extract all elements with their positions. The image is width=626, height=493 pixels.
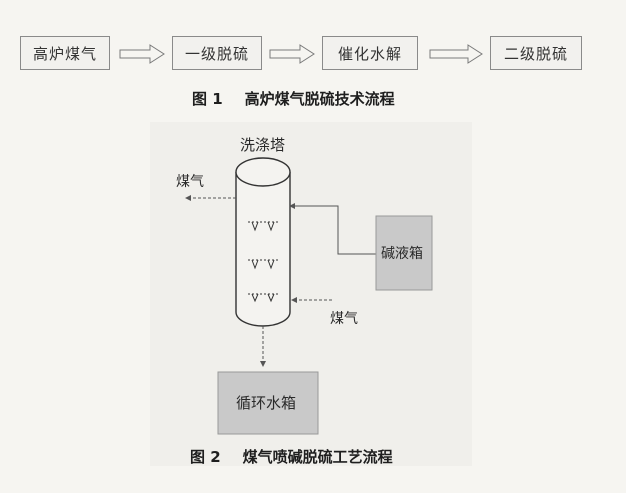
flow-step-label: 一级脱硫 <box>184 44 249 63</box>
alkali-tank-label: 碱液箱 <box>381 246 423 262</box>
flow-step-label: 催化水解 <box>337 44 402 63</box>
flow-arrow-icon <box>429 44 483 64</box>
washing-tower <box>235 157 291 327</box>
gas-in-label: 煤气 <box>330 311 358 327</box>
circulating-water-tank <box>217 371 319 435</box>
figure-2-title: 煤气喷碱脱硫工艺流程 <box>242 448 393 466</box>
flow-arrow-icon <box>119 44 165 64</box>
flow-step-label: 二级脱硫 <box>503 44 568 63</box>
flow-step-primary-desulfurization: 一级脱硫 <box>172 36 262 70</box>
figure-1-title: 高炉煤气脱硫技术流程 <box>244 90 395 108</box>
figure-2-caption: 图 2 煤气喷碱脱硫工艺流程 <box>190 446 393 467</box>
flow-step-label: 高炉煤气 <box>32 44 97 63</box>
flow-step-secondary-desulfurization: 二级脱硫 <box>490 36 582 70</box>
flow-step-blast-furnace-gas: 高炉煤气 <box>20 36 110 70</box>
water-tank-label: 循环水箱 <box>236 394 296 412</box>
alkali-tank <box>375 215 433 291</box>
figure-1-caption: 图 1 高炉煤气脱硫技术流程 <box>192 88 395 109</box>
tower-label: 洗涤塔 <box>240 136 285 154</box>
figure-1-number: 图 1 <box>192 90 223 108</box>
flow-step-catalytic-hydrolysis: 催化水解 <box>322 36 418 70</box>
figure-2-number: 图 2 <box>190 448 221 466</box>
alkali-feed-line <box>289 203 378 255</box>
gas-out-label: 煤气 <box>176 174 204 190</box>
flow-arrow-icon <box>269 44 315 64</box>
spray-nozzles <box>248 221 280 303</box>
